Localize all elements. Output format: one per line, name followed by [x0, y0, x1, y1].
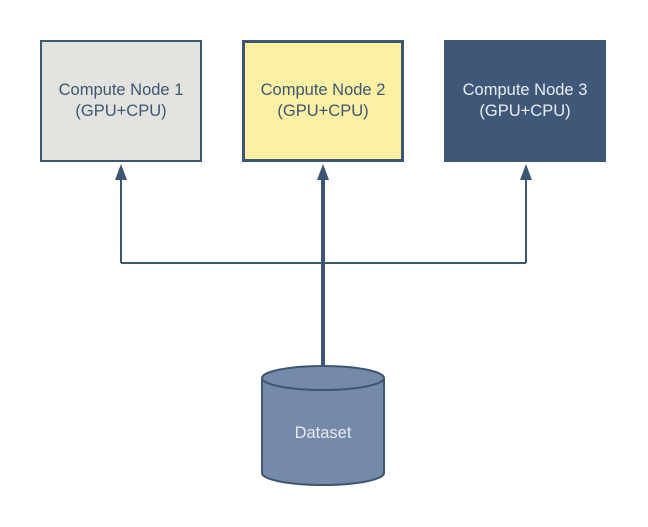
compute-node-3-title: Compute Node 3 [462, 81, 588, 99]
compute-node-1: Compute Node 1 (GPU+CPU) [40, 40, 202, 162]
dataset-cylinder-top [261, 365, 385, 391]
compute-node-2: Compute Node 2 (GPU+CPU) [242, 40, 404, 162]
arrowhead-node-2 [317, 164, 329, 180]
compute-node-2-subtitle: (GPU+CPU) [277, 102, 369, 120]
compute-node-2-title: Compute Node 2 [260, 81, 386, 99]
dataset-cylinder-body [261, 378, 385, 486]
arrowhead-node-3 [520, 164, 532, 180]
compute-node-3-subtitle: (GPU+CPU) [479, 102, 571, 120]
compute-node-1-subtitle: (GPU+CPU) [75, 102, 167, 120]
arrowhead-node-1 [115, 164, 127, 180]
dataset-label: Dataset [294, 424, 352, 442]
compute-node-1-title: Compute Node 1 [58, 81, 184, 99]
compute-node-3: Compute Node 3 (GPU+CPU) [444, 40, 606, 162]
